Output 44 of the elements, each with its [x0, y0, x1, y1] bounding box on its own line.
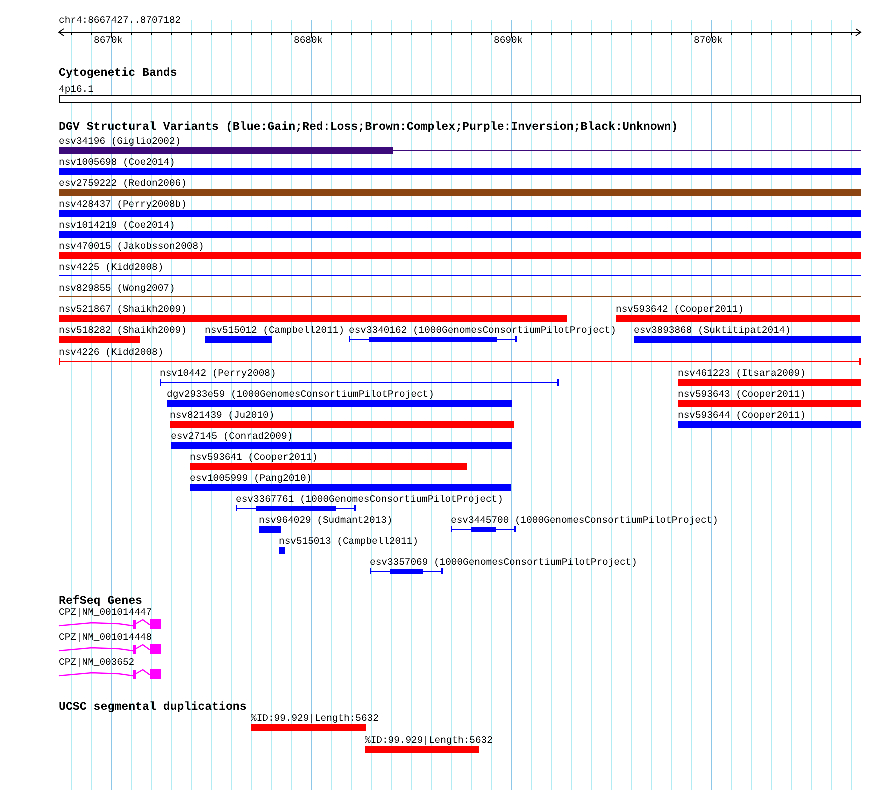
- axis-tick-label: 8700k: [694, 35, 724, 46]
- axis-tick-label: 8680k: [294, 35, 324, 46]
- feature-label: nsv521867 (Shaikh2009): [59, 304, 187, 315]
- feature-label: esv34196 (Giglio2002): [59, 136, 182, 147]
- feature-label: nsv1014219 (Coe2014): [59, 220, 176, 231]
- feature-label: nsv428437 (Perry2008b): [59, 199, 187, 210]
- feature-label: nsv515013 (Campbell2011): [279, 536, 419, 547]
- feature-label: nsv518282 (Shaikh2009): [59, 325, 187, 336]
- feature-label: nsv470015 (Jakobsson2008): [59, 241, 204, 252]
- feature-label: %ID:99.929|Length:5632: [251, 713, 379, 724]
- feature-label: esv2759222 (Redon2006): [59, 178, 187, 189]
- feature-label: nsv515012 (Campbell2011): [205, 325, 345, 336]
- axis-tick-label: 8670k: [94, 35, 124, 46]
- feature-label: esv3367761 (1000GenomesConsortiumPilotProject): [236, 494, 504, 505]
- feature-label: esv3893868 (Suktitipat2014): [634, 325, 791, 336]
- track-heading: DGV Structural Variants (Blue:Gain;Red:Loss;Brown:Complex;Purple:Inversion;Black:Unknown): [59, 122, 678, 134]
- feature-label: esv3357069 (1000GenomesConsortiumPilotProject): [370, 557, 638, 568]
- track-heading: UCSC segmental duplications: [59, 702, 247, 714]
- feature-label: nsv461223 (Itsara2009): [678, 368, 806, 379]
- feature-label: esv3445700 (1000GenomesConsortiumPilotProject): [451, 515, 718, 526]
- feature-label: nsv821439 (Ju2010): [170, 410, 275, 421]
- feature-label: nsv593644 (Cooper2011): [678, 410, 806, 421]
- feature-label: nsv10442 (Perry2008): [160, 368, 276, 379]
- feature-label: nsv593641 (Cooper2011): [190, 452, 318, 463]
- coordinate-range: chr4:8667427..8707182: [59, 15, 182, 26]
- feature-label: 4p16.1: [59, 84, 94, 95]
- track-heading: Cytogenetic Bands: [59, 68, 178, 80]
- feature-label: nsv829855 (Wong2007): [59, 283, 176, 294]
- feature-label: nsv4225 (Kidd2008): [59, 262, 164, 273]
- feature-label: esv27145 (Conrad2009): [171, 431, 294, 442]
- feature-label: nsv1005698 (Coe2014): [59, 157, 176, 168]
- feature-label: CPZ|NM_001014448: [59, 632, 152, 643]
- feature-label: esv1005999 (Pang2010): [190, 473, 312, 484]
- feature-label: %ID:99.929|Length:5632: [365, 735, 493, 746]
- feature-label: nsv593643 (Cooper2011): [678, 389, 806, 400]
- feature-label: CPZ|NM_001014447: [59, 607, 152, 618]
- feature-label: nsv4226 (Kidd2008): [59, 347, 164, 358]
- axis-tick-label: 8690k: [494, 35, 524, 46]
- feature-label: esv3340162 (1000GenomesConsortiumPilotProject): [349, 325, 616, 336]
- track-heading: RefSeq Genes: [59, 596, 142, 608]
- feature-label: nsv593642 (Cooper2011): [616, 304, 744, 315]
- feature-label: dgv2933e59 (1000GenomesConsortiumPilotProject): [167, 389, 434, 400]
- feature-label: nsv964029 (Sudmant2013): [259, 515, 393, 526]
- feature-label: CPZ|NM_003652: [59, 657, 135, 668]
